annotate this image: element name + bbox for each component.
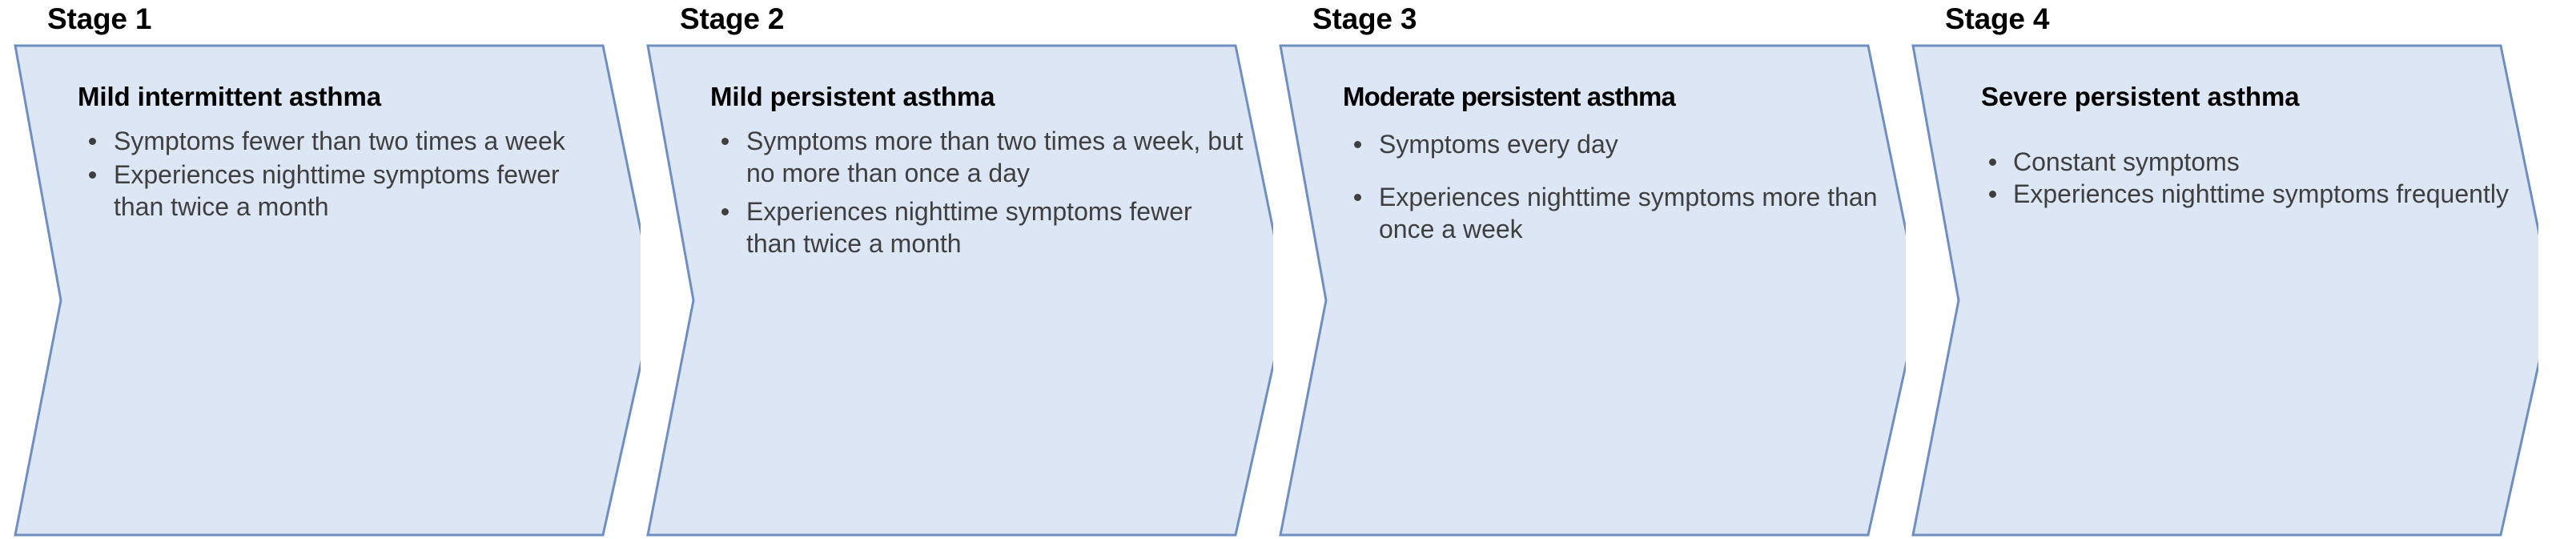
bullet-text: Symptoms more than two times a week, but… — [746, 127, 1244, 187]
stage-2-bullet-list: Symptoms more than two times a week, but… — [710, 125, 1248, 259]
stage-4-chevron-shape — [1898, 44, 2538, 537]
bullet-text: Experiences nighttime symptoms fewer tha… — [114, 160, 560, 221]
stage-4-bullet-list: Constant symptoms Experiences nighttime … — [1981, 125, 2519, 210]
bullet-text: Experiences nighttime symptoms fewer tha… — [746, 197, 1192, 258]
stage-3-title: Moderate persistent asthma — [1343, 82, 1676, 111]
bullet-text: Experiences nighttime symptoms more than… — [1379, 183, 1878, 243]
list-item: Symptoms more than two times a week, but… — [710, 125, 1248, 189]
stage-3-chevron-shape — [1265, 44, 1906, 537]
stage-1-title: Mild intermittent asthma — [78, 82, 381, 111]
bullet-dot-icon — [721, 138, 729, 145]
bullet-text: Constant symptoms — [2013, 147, 2240, 176]
bullet-text: Symptoms fewer than two times a week — [114, 127, 565, 155]
list-item: Experiences nighttime symptoms fewer tha… — [710, 195, 1248, 259]
stage-1-label: Stage 1 — [47, 2, 152, 35]
stage-2: Stage 2 Mild persistent asthma Symptoms … — [633, 0, 1273, 539]
bullet-dot-icon — [1989, 159, 1996, 166]
list-item: Experiences nighttime symptoms fewer tha… — [78, 159, 606, 223]
stage-1-bullet-list: Symptoms fewer than two times a week Exp… — [78, 125, 606, 223]
list-item: Symptoms every day — [1343, 128, 1881, 160]
stage-3-card: Moderate persistent asthma Symptoms ever… — [1343, 44, 1881, 537]
stage-1-card: Mild intermittent asthma Symptoms fewer … — [78, 44, 606, 537]
bullet-text: Experiences nighttime symptoms frequentl… — [2013, 179, 2509, 208]
stage-4-card: Severe persistent asthma Constant sympto… — [1981, 44, 2519, 537]
bullet-dot-icon — [1989, 191, 1996, 198]
chevron-3-icon — [1265, 44, 1906, 537]
stage-2-label: Stage 2 — [680, 2, 785, 35]
chevron-2-icon — [633, 44, 1273, 537]
bullet-dot-icon — [1354, 194, 1361, 201]
stage-1: Stage 1 Mild intermittent asthma Symptom… — [0, 0, 641, 539]
stage-2-card: Mild persistent asthma Symptoms more tha… — [710, 44, 1248, 537]
stage-1-chevron-shape — [0, 44, 641, 537]
stage-4-title: Severe persistent asthma — [1981, 82, 2300, 111]
list-item: Symptoms fewer than two times a week — [78, 125, 606, 157]
bullet-dot-icon — [89, 138, 96, 145]
bullet-dot-icon — [721, 208, 729, 215]
stage-4-label: Stage 4 — [1945, 2, 2050, 35]
list-item: Experiences nighttime symptoms more than… — [1343, 181, 1881, 245]
bullet-dot-icon — [1354, 141, 1361, 148]
stage-3-label: Stage 3 — [1312, 2, 1417, 35]
bullet-text: Symptoms every day — [1379, 130, 1618, 159]
list-item: Experiences nighttime symptoms frequentl… — [1981, 178, 2519, 210]
bullet-dot-icon — [89, 171, 96, 179]
chevron-1-icon — [0, 44, 641, 537]
stage-2-title: Mild persistent asthma — [710, 82, 995, 111]
list-item: Constant symptoms — [1981, 146, 2519, 178]
stage-2-chevron-shape — [633, 44, 1273, 537]
chevron-4-icon — [1898, 44, 2538, 537]
stage-4: Stage 4 Severe persistent asthma Constan… — [1898, 0, 2538, 539]
stage-3: Stage 3 Moderate persistent asthma Sympt… — [1265, 0, 1906, 539]
stage-3-bullet-list: Symptoms every day Experiences nighttime… — [1343, 125, 1881, 245]
